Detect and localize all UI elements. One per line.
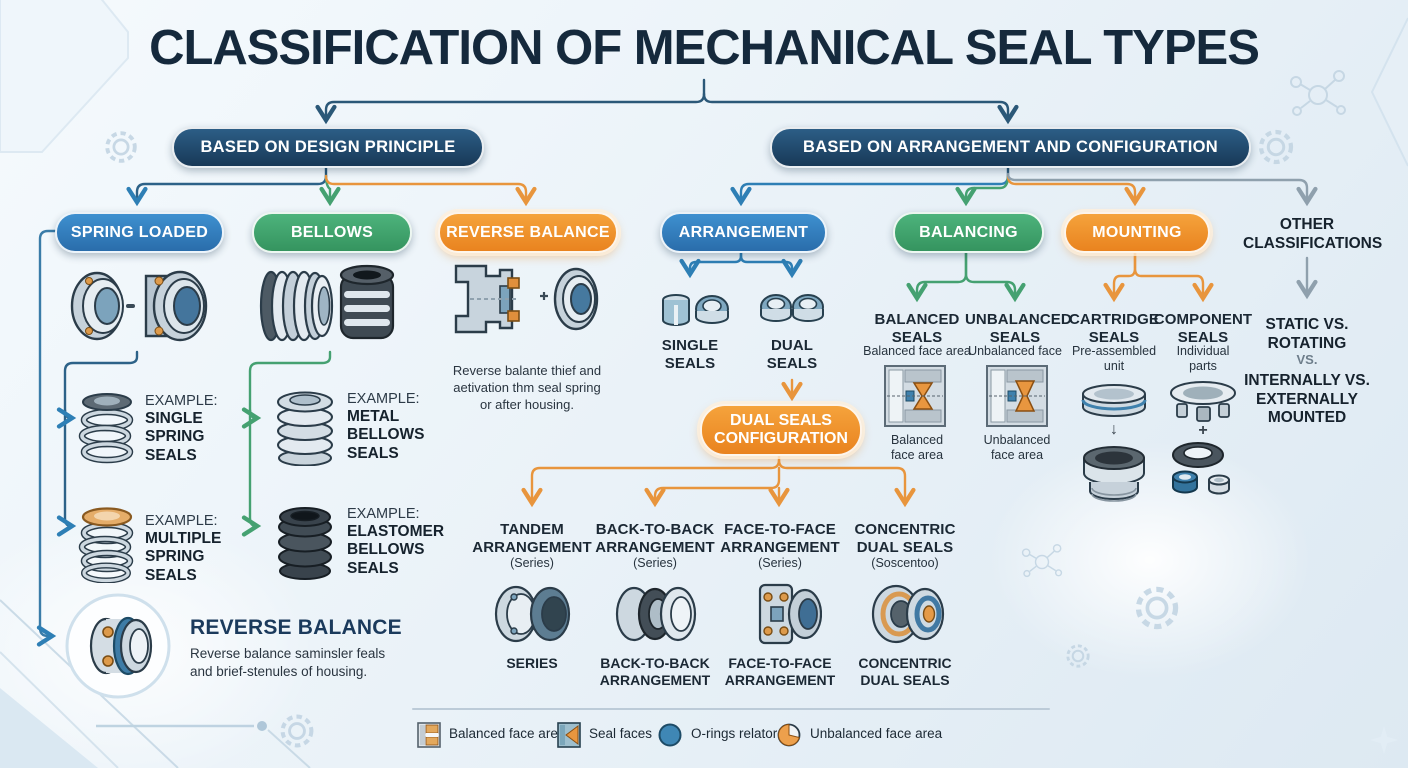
config-face-to-face: FACE-TO-FACE ARRANGEMENT (Series) (715, 521, 845, 572)
caption-unbalanced-face: Unbalanced face area (983, 433, 1051, 463)
label-other-classifications: OTHER CLASSIFICATIONS (1243, 216, 1383, 252)
label-internally-externally: INTERNALLY VS. EXTERNALLY MOUNTED (1244, 372, 1370, 427)
balanced-face-diagram-icon (884, 365, 946, 427)
config-title: CONCENTRIC DUAL SEALS (854, 521, 956, 556)
reverse-balance-callout-description: Reverse balance saminsler feals and brie… (190, 646, 386, 679)
balanced-face-icon (417, 722, 441, 748)
config-caption-face-to-face: FACE-TO-FACE ARRANGEMENT (724, 655, 836, 688)
label-unbalanced-seals: UNBALANCED SEALS (965, 311, 1072, 346)
example-multiple-spring: EXAMPLE: MULTIPLE SPRING SEALS (145, 512, 245, 585)
label-balanced-seals: BALANCED SEALS (874, 311, 960, 346)
tandem-seal-illustration (494, 585, 571, 643)
pill-balancing: BALANCING (893, 212, 1044, 253)
config-subtitle: (Series) (510, 556, 554, 571)
legend-label-unbalanced: Unbalanced face area (810, 726, 943, 741)
dual-seal-icon (760, 294, 824, 322)
subtitle-unbalanced-seals: Unbalanced face (968, 344, 1062, 358)
spring-loaded-seal-illustration (70, 270, 208, 342)
reverse-balance-seal-icon (65, 593, 171, 699)
example-prefix: EXAMPLE: (347, 391, 420, 407)
config-concentric: CONCENTRIC DUAL SEALS (Soscentoo) (840, 521, 970, 572)
example-single-spring: EXAMPLE: SINGLE SPRING SEALS (145, 392, 245, 465)
example-prefix: EXAMPLE: (145, 393, 218, 409)
example-prefix: EXAMPLE: (347, 506, 420, 522)
seal-faces-icon (557, 722, 581, 748)
config-title: FACE-TO-FACE ARRANGEMENT (720, 521, 840, 556)
example-prefix: EXAMPLE: (145, 513, 218, 529)
pill-mounting: MOUNTING (1064, 212, 1210, 253)
legend-divider (412, 708, 1050, 710)
pill-arrangement: ARRANGEMENT (660, 212, 827, 253)
example-elastomer-bellows: EXAMPLE: ELASTOMER BELLOWS SEALS (347, 505, 457, 578)
component-seal-icon (1170, 381, 1236, 422)
cartridge-seal-icon (1081, 384, 1147, 417)
config-tandem: TANDEM ARRANGEMENT (Series) (467, 521, 597, 572)
page-title: CLASSIFICATION OF MECHANICAL SEAL TYPES (149, 21, 1260, 75)
config-back-to-back: BACK-TO-BACK ARRANGEMENT (Series) (590, 521, 720, 572)
example-metal-bellows: EXAMPLE: METAL BELLOWS SEALS (347, 390, 457, 463)
component-parts-plus: + (1198, 422, 1208, 439)
config-caption-concentric: CONCENTRIC DUAL SEALS (858, 655, 952, 688)
reverse-balance-callout-heading: REVERSE BALANCE (190, 616, 402, 639)
back-to-back-seal-illustration (615, 586, 697, 642)
label-static-vs-rotating: STATIC VS. ROTATING (1265, 316, 1349, 352)
pill-reverse-balance: REVERSE BALANCE (438, 212, 618, 253)
reverse-balance-illustration (454, 264, 599, 334)
metal-bellows-icon (277, 391, 333, 466)
reverse-balance-description: Reverse balante thief and aetivation thm… (452, 363, 602, 413)
config-title: BACK-TO-BACK ARRANGEMENT (595, 521, 715, 556)
pill-spring-loaded: SPRING LOADED (55, 212, 224, 253)
label-vs: VS. (1296, 352, 1318, 367)
example-name: SINGLE SPRING SEALS (145, 410, 205, 464)
node-design-principle: BASED ON DESIGN PRINCIPLE (172, 127, 484, 168)
bellows-seal-illustration (259, 264, 395, 342)
unbalanced-face-diagram-icon (986, 365, 1048, 427)
caption-balanced-face: Balanced face area (890, 433, 944, 463)
config-subtitle: (Series) (633, 556, 677, 571)
config-caption-series: SERIES (506, 655, 558, 671)
cartridge-seal-assembled-icon (1083, 446, 1145, 502)
example-name: ELASTOMER BELLOWS SEALS (347, 523, 445, 577)
single-spring-icon (78, 393, 134, 464)
face-to-face-seal-illustration (758, 583, 822, 645)
subtitle-balanced-seals: Balanced face area (863, 344, 971, 358)
legend-label-balanced: Balanced face area (449, 726, 566, 741)
config-subtitle: (Soscentoo) (871, 556, 939, 571)
cartridge-assembly-arrow: ↓ (1110, 421, 1118, 438)
pill-bellows: BELLOWS (252, 212, 412, 253)
concentric-seal-illustration (871, 584, 945, 644)
example-name: METAL BELLOWS SEALS (347, 408, 425, 462)
subtitle-component-seals: Individual parts (1176, 344, 1230, 374)
subtitle-cartridge-seals: Pre-assembled unit (1071, 344, 1157, 374)
unbalanced-face-icon (777, 723, 801, 747)
label-cartridge-seals: CARTRIDGE SEALS (1068, 311, 1160, 346)
node-dual-seals-configuration: DUAL SEALS CONFIGURATION (700, 404, 862, 456)
single-seal-icon (662, 294, 729, 326)
elastomer-bellows-icon (278, 507, 332, 580)
config-subtitle: (Series) (758, 556, 802, 571)
config-title: TANDEM ARRANGEMENT (472, 521, 592, 556)
label-single-seals: SINGLE SEALS (661, 337, 719, 372)
legend-label-seal-faces: Seal faces (589, 726, 653, 741)
example-name: MULTIPLE SPRING SEALS (145, 530, 222, 584)
label-dual-seals: DUAL SEALS (766, 337, 818, 372)
label-component-seals: COMPONENT SEALS (1153, 311, 1253, 346)
config-caption-back-to-back: BACK-TO-BACK ARRANGEMENT (599, 655, 711, 688)
node-arrangement-configuration: BASED ON ARRANGEMENT AND CONFIGURATION (770, 127, 1251, 168)
component-seal-parts-icon (1172, 442, 1230, 495)
multiple-spring-icon (78, 507, 134, 583)
legend-label-o-rings: O-rings relator (691, 726, 778, 741)
o-rings-icon (658, 723, 682, 747)
